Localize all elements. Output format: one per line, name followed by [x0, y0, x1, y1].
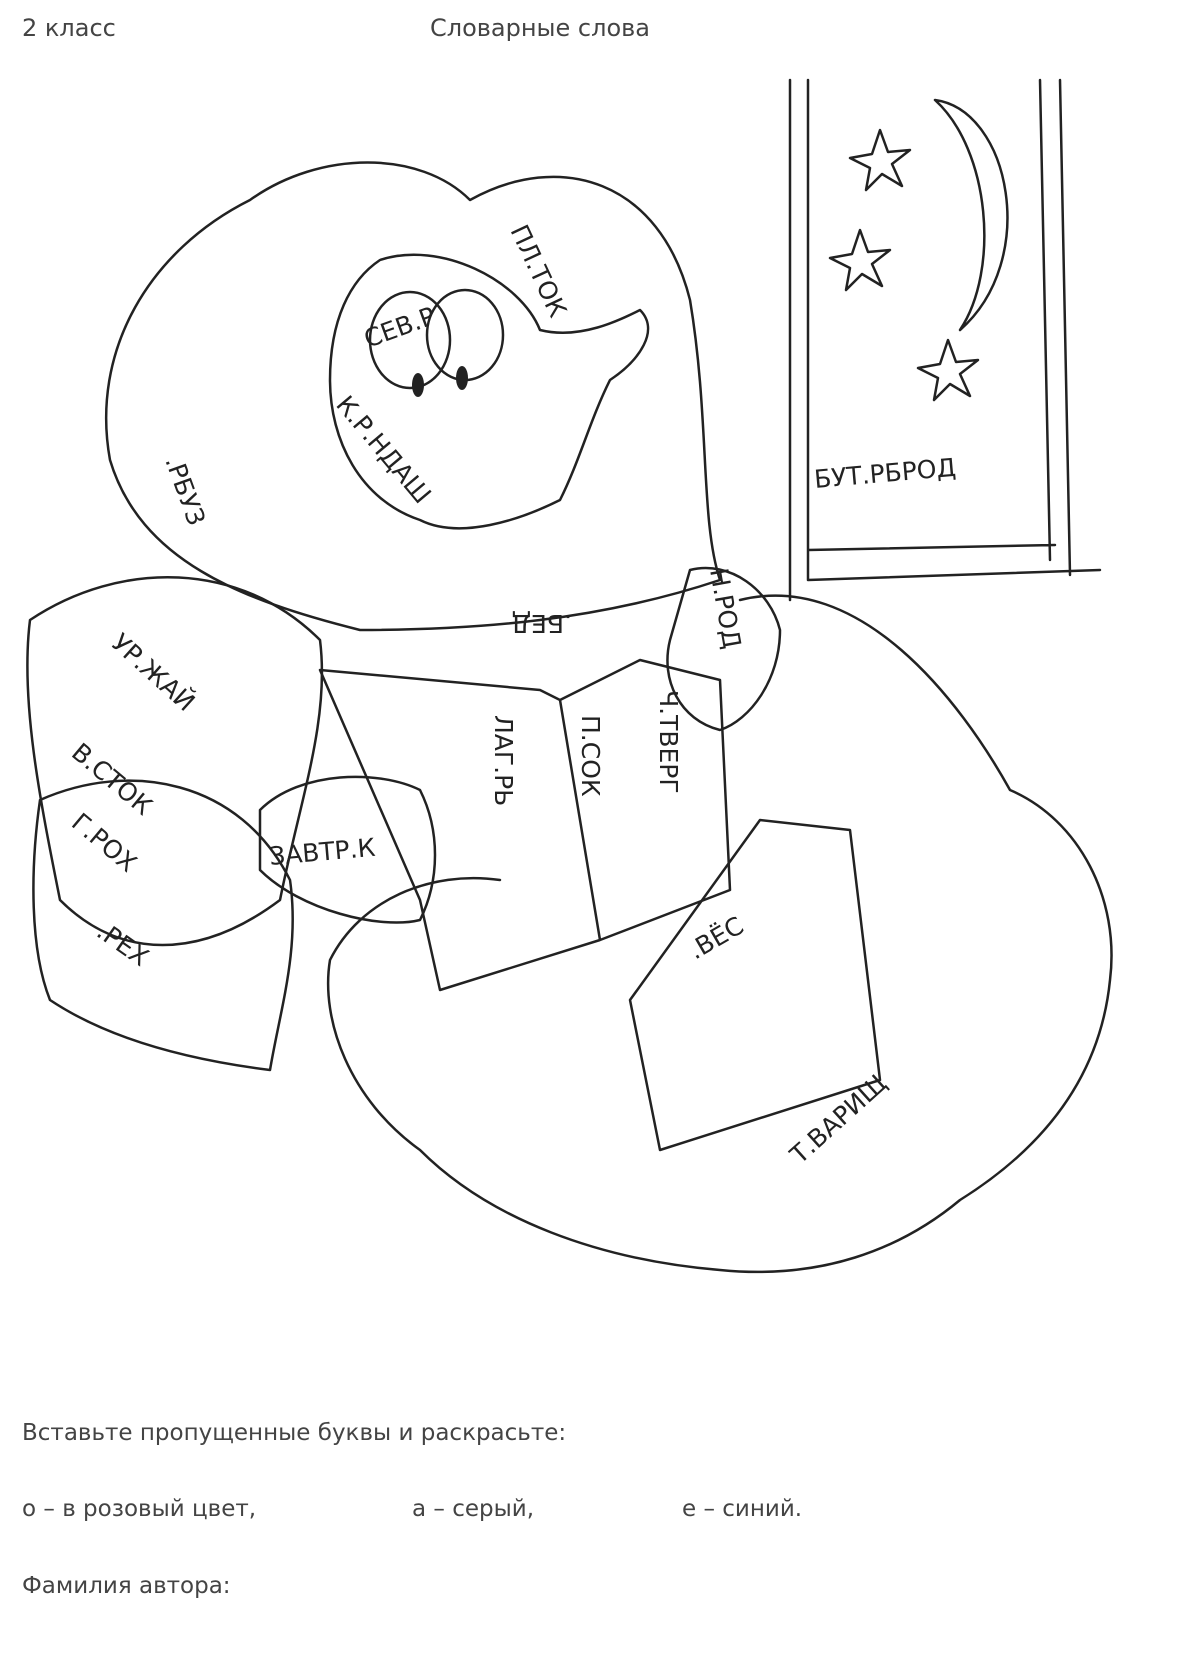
rule-e: е – синий. [682, 1496, 803, 1522]
rule-a: а – серый, [412, 1496, 535, 1522]
book-page [628, 818, 882, 1152]
rule-o: о – в розовый цвет, [22, 1496, 257, 1522]
elephant-ear [105, 161, 722, 632]
window [788, 78, 1102, 602]
blanket [326, 594, 1113, 1274]
word-obed: .БЕД [512, 609, 572, 638]
elephant-hand [258, 775, 437, 924]
word-pesok: П.СОК [576, 715, 605, 797]
pillow [32, 779, 294, 1072]
word-buterbrod: БУТ.РБРОД [813, 453, 957, 494]
word-oves: .ВЁС [684, 911, 749, 965]
word-orekh: .РЕХ [92, 916, 154, 972]
elephant-eye [425, 288, 505, 382]
word-zavtrak: ЗАВТР.К [268, 833, 377, 871]
word-vostok: В.СТОК [66, 737, 158, 821]
book [318, 658, 732, 992]
word-gorokh: Г.РОХ [66, 807, 142, 877]
pupil [412, 373, 424, 397]
pillow [26, 576, 324, 947]
elephant-head [328, 253, 650, 530]
star-icon [848, 128, 912, 192]
word-tovarishch: Т.ВАРИЩ [784, 1069, 892, 1171]
word-arbuz: .РБУЗ [159, 452, 211, 529]
instruction-text: Вставьте пропущенные буквы и раскрасьте: [22, 1420, 567, 1446]
word-lager: ЛАГ.РЬ [489, 715, 518, 806]
grade-label: 2 класс [22, 14, 116, 42]
author-label: Фамилия автора: [22, 1573, 231, 1599]
worksheet-title: Словарные слова [430, 14, 650, 42]
word-urozhai: УР.ЖАЙ [106, 628, 200, 717]
elephant-hand [666, 566, 782, 732]
word-platok: ПЛ.ТОК [505, 220, 573, 322]
pupil [456, 366, 468, 390]
star-icon [828, 228, 892, 292]
word-karandash: К.Р.НДАШ [330, 390, 436, 509]
elephant-eye [368, 290, 452, 390]
star-icon [916, 338, 980, 402]
coloring-picture: ПЛ.ТОК СЕВ.Р К.Р.НДАШ .РБУЗ БУТ.РБРОД .Б… [26, 78, 1113, 1274]
moon-icon [933, 98, 1009, 332]
word-chetverg: Ч.ТВЕРГ [654, 690, 683, 794]
color-rules: о – в розовый цвет, а – серый, е – синий. [22, 1496, 802, 1522]
